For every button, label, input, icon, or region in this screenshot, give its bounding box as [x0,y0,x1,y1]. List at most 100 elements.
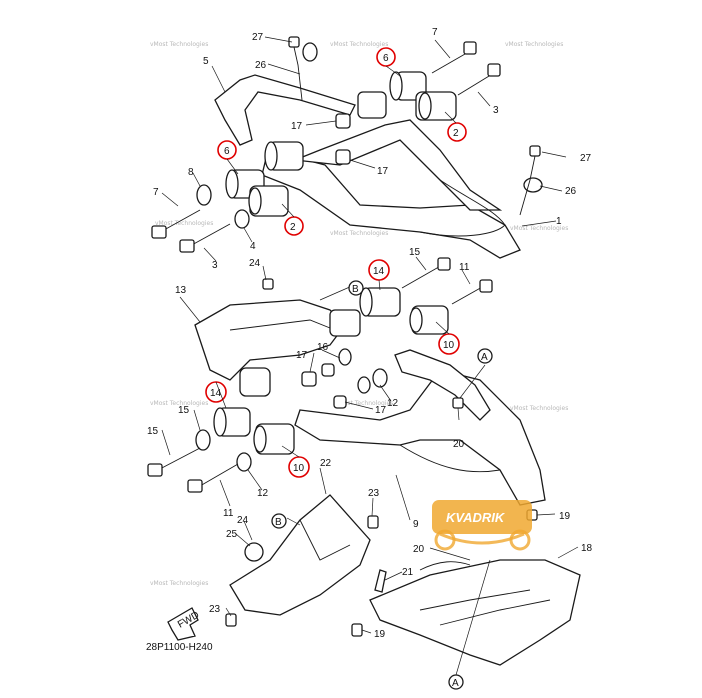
part-label-1: 1 [556,216,562,227]
arm-guard [229,494,371,616]
part-label-2: 2 [453,128,459,139]
bolt [189,223,231,247]
bolt [351,623,363,637]
part-label-24: 24 [237,515,249,526]
clip [302,42,318,62]
bolt [401,263,445,289]
washer [372,368,388,388]
upper-arm [261,149,521,259]
part-label-12: 12 [257,488,269,499]
part-label-2: 2 [290,222,296,233]
collar [357,91,387,119]
part-label-15: 15 [178,405,190,416]
part-label-13: 13 [175,285,187,296]
part-label-27: 27 [252,32,264,43]
washer [195,429,211,451]
watermark: vMost Technologies [510,405,568,412]
bolt [163,209,201,231]
ref-marker-a [448,674,464,690]
part-label-17: 17 [296,350,308,361]
part-label-10: 10 [293,463,305,474]
part-label-16: 16 [317,342,329,353]
washer [357,376,371,394]
part-label-8: 8 [188,167,194,178]
watermark: vMost Technologies [150,580,208,587]
bolt [457,72,495,96]
part-label-26: 26 [255,60,267,71]
logo-text: KVADRIK [446,510,506,525]
bolt [199,463,239,487]
part-label-22: 22 [320,458,332,469]
ref-letter-a: A [481,352,488,363]
part-label-3: 3 [493,105,499,116]
ref-marker-b [348,280,364,296]
part-label-14: 14 [373,266,385,277]
part-label-19: 19 [374,629,386,640]
watermark: vMost Technologies [150,400,208,407]
watermark: vMost Technologies [155,220,213,227]
part-label-7: 7 [153,187,159,198]
washer [338,348,352,366]
part-label-21: 21 [402,567,414,578]
collar [239,367,271,397]
part-label-20: 20 [413,544,425,555]
part-label-24: 24 [249,258,261,269]
watermark: vMost Technologies [330,230,388,237]
watermark: vMost Technologies [510,225,568,232]
part-label-12: 12 [387,398,399,409]
watermark: vMost Technologies [335,400,393,407]
lower-arm [294,369,546,506]
reference-markers: A A B B [271,280,493,690]
lower-arm-assembly [147,257,546,506]
leader-lines [161,36,579,676]
part-label-27: 27 [580,153,592,164]
nut [321,363,335,377]
bolt [451,285,485,305]
collar [329,309,361,337]
part-label-4: 4 [250,241,256,252]
bolt [225,613,237,627]
ref-marker-b [271,513,287,529]
ref-letter-b: B [352,284,359,295]
watermark: vMost Technologies [505,41,563,48]
nut [262,278,274,290]
bolt [157,447,201,471]
part-label-17: 17 [375,405,387,416]
part-label-6: 6 [383,53,389,64]
part-label-11: 11 [459,262,470,273]
part-label-17: 17 [377,166,389,177]
nut [335,113,351,129]
part-label-3: 3 [212,260,218,271]
part-label-23: 23 [368,488,380,499]
washer [236,452,252,472]
upper-arm-bracket [214,74,356,146]
part-labels: 1 2 2 3 3 4 5 6 6 7 7 8 9 10 10 11 11 12… [147,27,593,640]
part-label-5: 5 [203,56,209,67]
washer [196,184,212,206]
clip [523,177,543,193]
ref-marker-a [477,348,493,364]
bolt [367,515,379,529]
nut [452,397,464,409]
part-label-23: 23 [209,604,221,615]
part-label-15: 15 [147,426,159,437]
diagram-code: 28P1100-H240 [146,642,213,653]
washer [234,209,250,229]
part-label-6: 6 [224,146,230,157]
part-label-7: 7 [432,27,438,38]
collar [244,542,264,562]
part-label-19: 19 [559,511,571,522]
upper-arm-assembly [151,36,543,259]
part-label-17: 17 [291,121,303,132]
part-label-20: 20 [453,439,465,450]
part-label-15: 15 [409,247,421,258]
ref-letter-a: A [452,678,459,689]
highlight-circle [447,122,467,142]
part-label-18: 18 [581,543,593,554]
part-label-10: 10 [443,340,455,351]
part-label-9: 9 [413,519,419,530]
hose [419,561,471,571]
nut [333,395,347,409]
watermark: vMost Technologies [330,41,388,48]
